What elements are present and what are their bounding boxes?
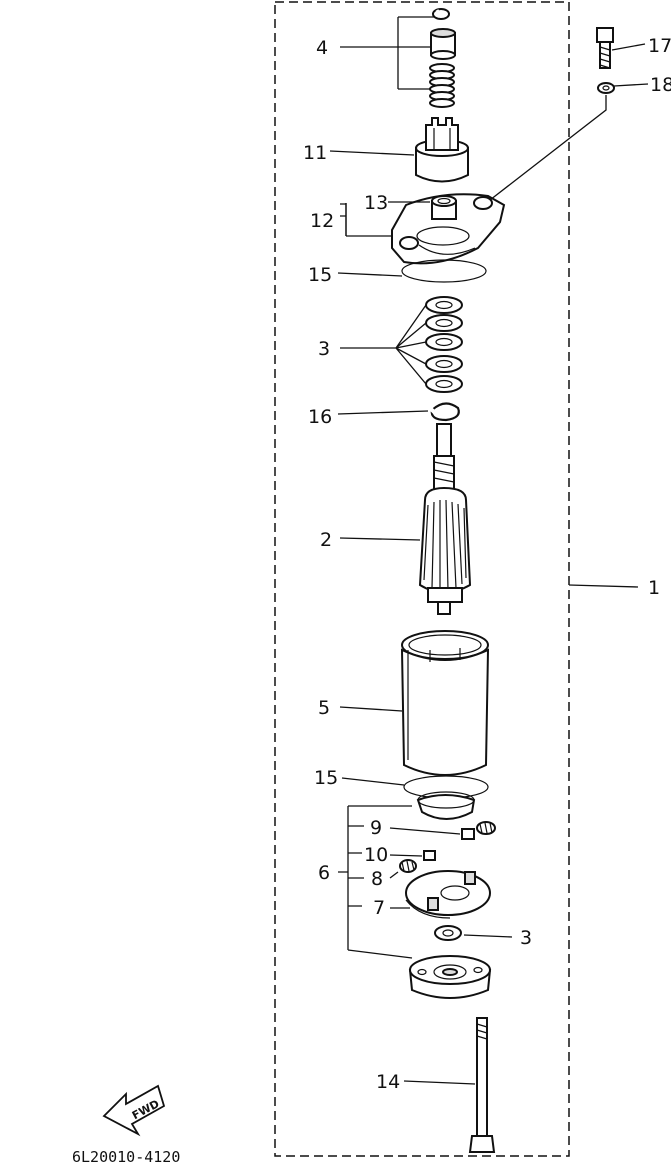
yoke-housing-part	[400, 630, 490, 776]
bushing-part	[431, 195, 457, 220]
collar-part	[430, 28, 456, 60]
brush-part	[461, 821, 496, 840]
diagram-code: 6L20010-4120	[72, 1148, 180, 1166]
brush-spring-part	[399, 859, 417, 873]
part-label-15-upper: 15	[308, 264, 332, 286]
part-label-11: 11	[303, 142, 327, 164]
part-label-1: 1	[648, 577, 660, 599]
washer-part	[597, 82, 615, 94]
part-label-5: 5	[318, 697, 330, 719]
o-ring-lower-part	[403, 775, 489, 820]
o-ring-upper-part	[401, 259, 487, 283]
part-label-14: 14	[376, 1071, 400, 1093]
fwd-arrow-icon: FWD	[102, 1084, 166, 1137]
bolt-upper-part	[596, 27, 614, 69]
part-label-9: 9	[370, 817, 382, 839]
part-label-8: 8	[371, 868, 383, 890]
part-label-7: 7	[373, 897, 385, 919]
snap-ring-part	[428, 402, 460, 422]
armature-part	[418, 423, 472, 615]
rear-cover-part	[408, 955, 492, 999]
part-label-2: 2	[320, 529, 332, 551]
part-label-12: 12	[310, 210, 334, 232]
part-label-15-lower: 15	[314, 767, 338, 789]
washer-lower-part	[434, 925, 462, 941]
part-label-6: 6	[318, 862, 330, 884]
shim-washer-stack-part	[425, 296, 463, 393]
part-label-13: 13	[364, 192, 388, 214]
brush-holder-plate-part	[405, 870, 491, 919]
part-label-10: 10	[364, 844, 388, 866]
brush-small-part	[423, 850, 436, 861]
circlip-part	[432, 8, 450, 20]
part-label-3-lower: 3	[520, 927, 532, 949]
assembly-boundary	[274, 1, 570, 1157]
part-label-18: 18	[650, 74, 671, 96]
front-bracket-part	[391, 193, 506, 265]
part-label-3-upper: 3	[318, 338, 330, 360]
spring-part	[429, 63, 455, 108]
pinion-gear-part	[415, 117, 469, 183]
through-bolt-part	[468, 1017, 496, 1153]
part-label-4: 4	[316, 37, 328, 59]
part-label-16: 16	[308, 406, 332, 428]
part-label-17: 17	[648, 35, 671, 57]
